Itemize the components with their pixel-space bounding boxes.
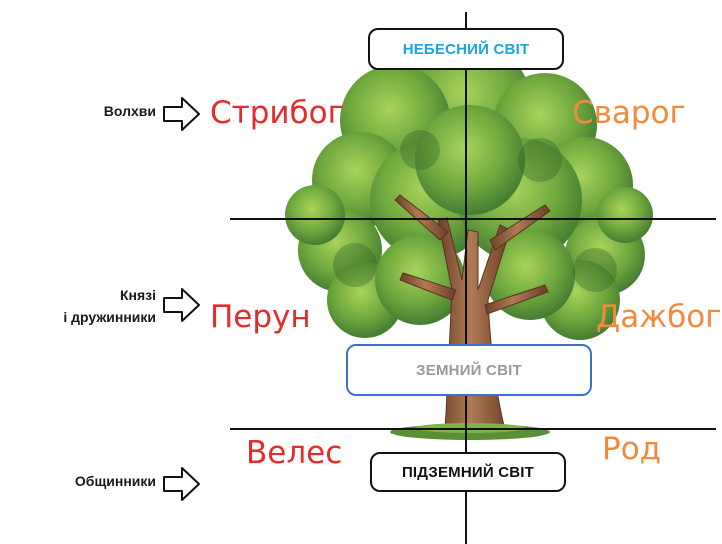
caste-community: Общинники (74, 473, 156, 489)
caste-volkhvy: Волхви (103, 103, 156, 119)
caste-princes-line1: Князі (119, 287, 156, 303)
earthly-world-label: ЗЕМНИЙ СВІТ (416, 361, 522, 379)
deity-veles: Велес (246, 435, 343, 471)
arrow-right-icon (163, 288, 200, 322)
arrow-right-icon (163, 97, 200, 131)
underworld-label: ПІДЗЕМНИЙ СВІТ (401, 463, 535, 481)
tree-grass (390, 423, 550, 440)
deity-stribog: Стрибог (210, 95, 344, 131)
heavenly-world-box: НЕБЕСНИЙ СВІТ (368, 28, 564, 70)
lower-divider-line (230, 428, 716, 430)
deity-svarog: Сварог (572, 95, 686, 131)
vertical-axis-line (465, 12, 467, 544)
underworld-box: ПІДЗЕМНИЙ СВІТ (370, 452, 566, 492)
deity-perun: Перун (210, 299, 311, 335)
upper-divider-line (230, 218, 716, 220)
tree-foliage-shade (333, 130, 617, 292)
deity-dazhbog: Дажбог (596, 299, 722, 335)
heavenly-world-label: НЕБЕСНИЙ СВІТ (402, 40, 530, 58)
deity-rod: Род (602, 431, 662, 467)
arrow-right-icon (163, 467, 200, 501)
earthly-world-box: ЗЕМНИЙ СВІТ (346, 344, 592, 396)
caste-princes-line2: і дружинники (63, 309, 156, 325)
